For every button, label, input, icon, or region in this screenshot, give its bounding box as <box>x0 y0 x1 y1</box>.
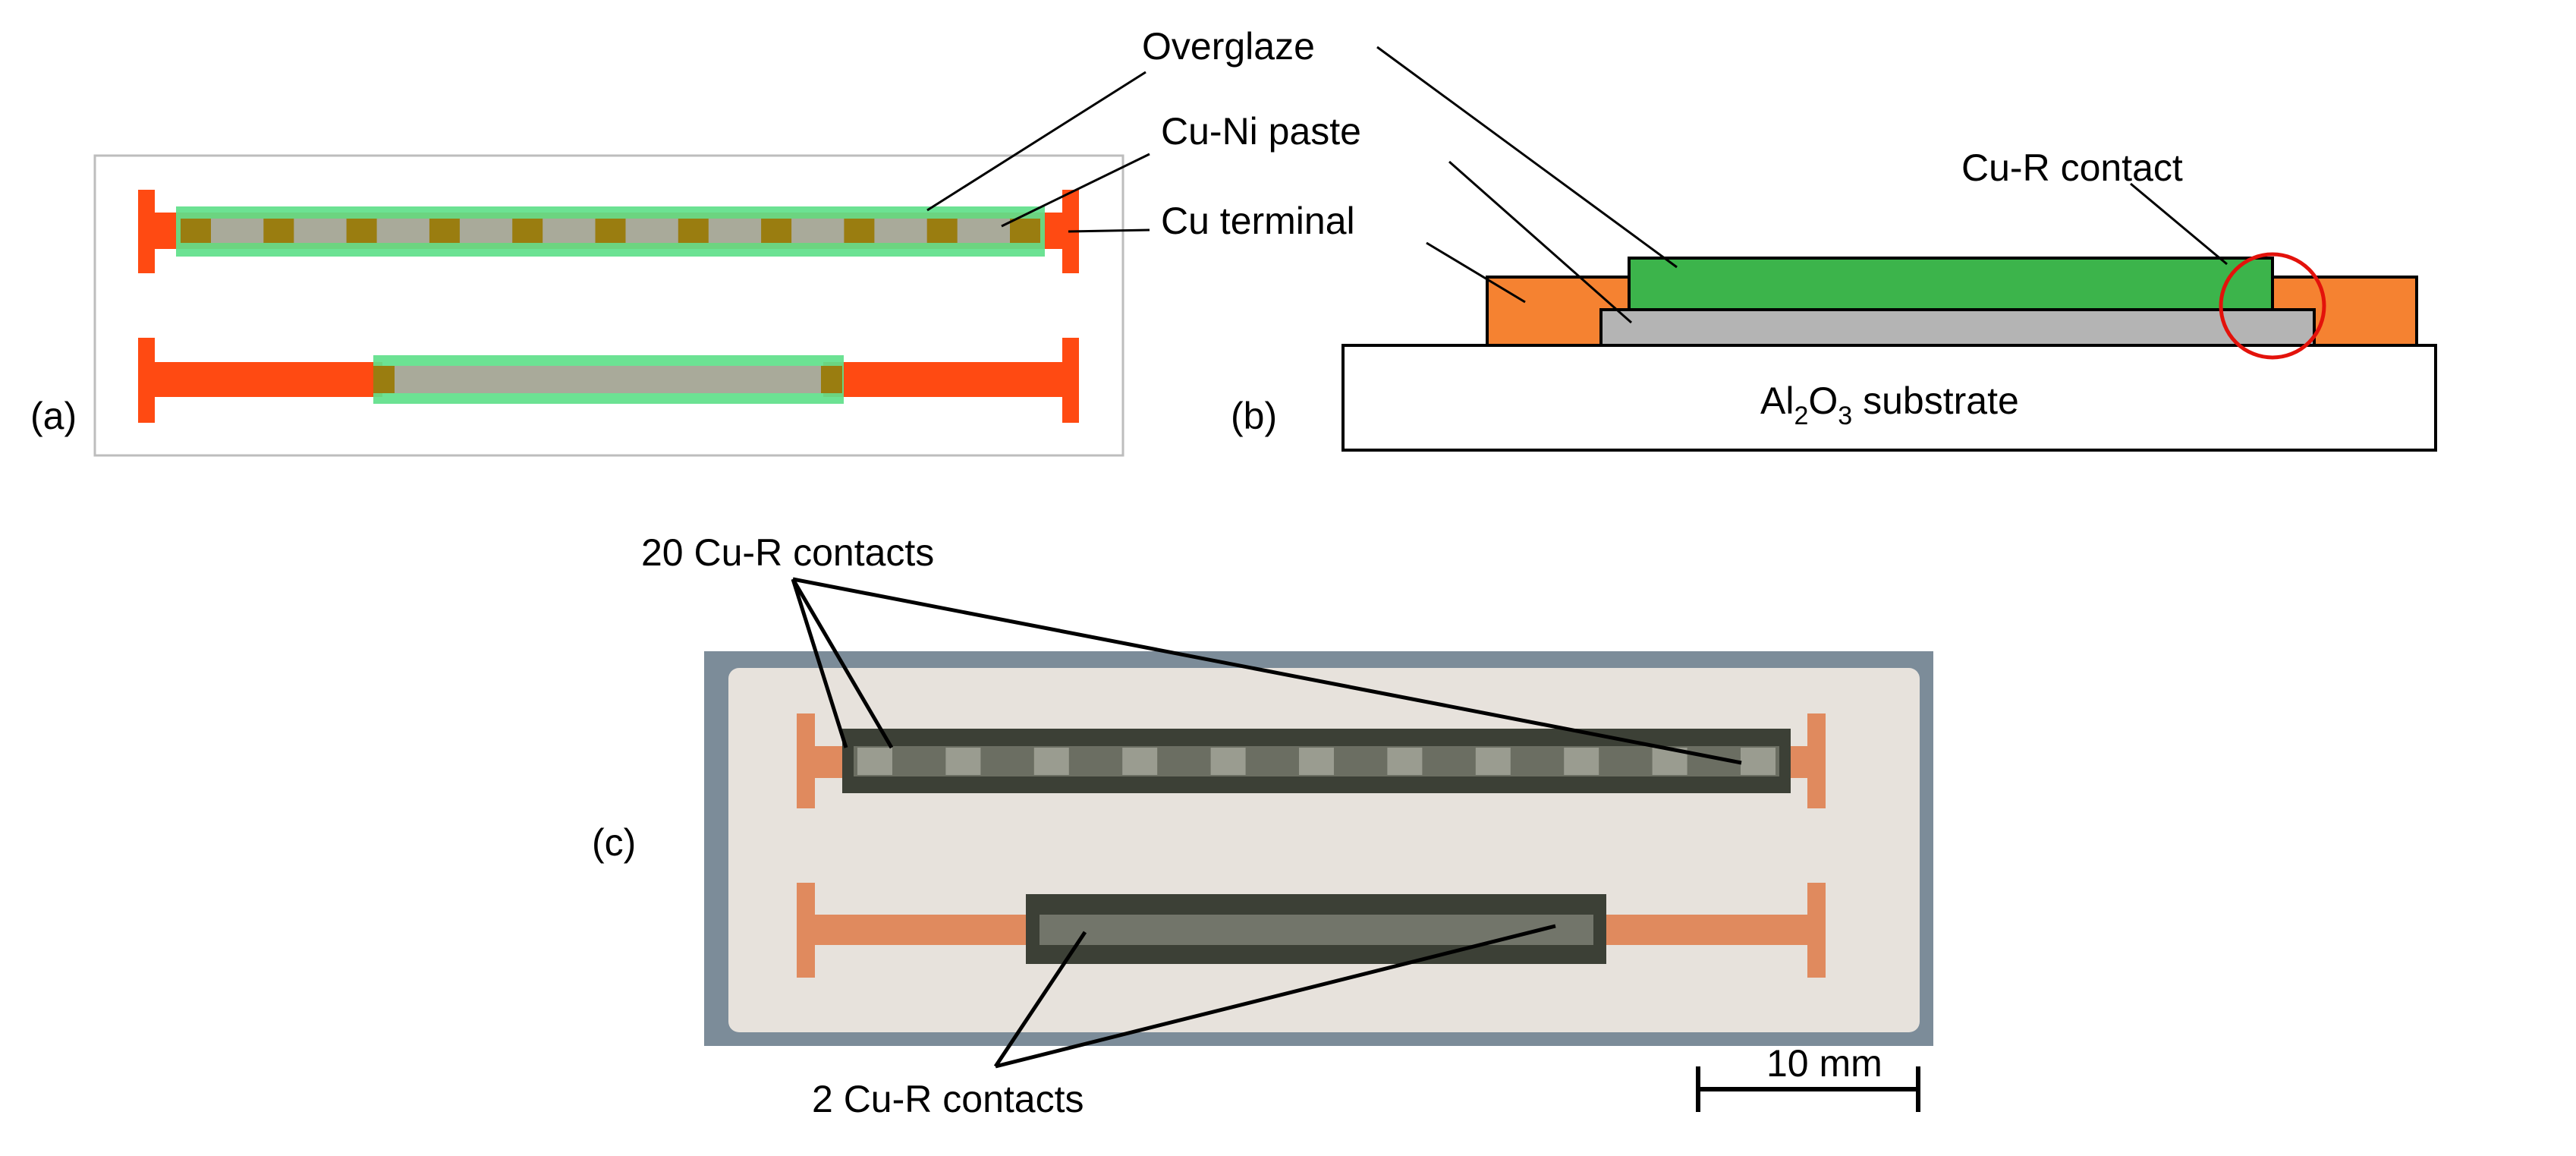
photo-resistor-20-contacts <box>797 713 1826 808</box>
panel-b: Al2O3 substrate (b) <box>1231 252 2437 452</box>
leader-terminal-a <box>1068 228 1150 233</box>
contact-pad <box>429 219 460 243</box>
paste-layer <box>1599 308 2316 347</box>
leader-lines <box>791 46 2228 1069</box>
contact-pad <box>595 219 626 243</box>
panel-label-a: (a) <box>30 395 77 437</box>
photo-copper-track-right <box>1601 915 1807 945</box>
photo-paste-strip <box>1040 915 1593 945</box>
leader-paste-a <box>1001 153 1150 228</box>
panel-label-c: (c) <box>592 821 636 864</box>
photo-contact-pads <box>857 748 1776 775</box>
photo-copper-right-bar <box>1807 713 1826 808</box>
label-20-contacts: 20 Cu-R contacts <box>641 531 934 574</box>
substrate-label: Al2O3 substrate <box>1760 380 2019 430</box>
paste-strip <box>376 366 841 393</box>
contact-pad <box>844 219 875 243</box>
photo-contact-pad <box>945 748 981 775</box>
terminal-track-left <box>155 362 382 397</box>
photo-copper-track-left <box>815 915 1043 945</box>
photo-contact-pad <box>1564 748 1599 775</box>
leader-paste-b <box>1448 160 1632 324</box>
contact-pads <box>181 219 1040 243</box>
contact-pad <box>761 219 792 243</box>
scale-bar-label: 10 mm <box>1766 1042 1882 1085</box>
terminal-right-bar <box>1062 338 1079 423</box>
contact-pad <box>181 219 211 243</box>
label-cu-terminal: Cu terminal <box>1161 200 1355 242</box>
leader-overglaze-a <box>926 71 1146 212</box>
contact-pad <box>926 219 958 243</box>
contact-pad <box>263 219 294 243</box>
resistor-20-contacts-layout <box>138 190 1079 273</box>
leader-20-contacts-3 <box>792 577 1742 765</box>
leader-2-contacts-1 <box>993 931 1087 1068</box>
leader-20-contacts-1 <box>791 578 848 748</box>
substrate-layer <box>1341 344 2437 452</box>
scale-bar-icon <box>1696 1066 1920 1112</box>
photo-copper-right-bar <box>1807 883 1826 978</box>
label-cu-ni-paste: Cu-Ni paste <box>1161 110 1361 153</box>
photo-contact-pad <box>857 748 892 775</box>
contact-pad <box>346 219 377 243</box>
label-cu-r-contact: Cu-R contact <box>1961 146 2183 189</box>
label-2-contacts: 2 Cu-R contacts <box>812 1078 1084 1120</box>
panel-label-b: (b) <box>1231 395 1277 437</box>
photo-resistor-2-contacts <box>797 883 1826 978</box>
contact-pad <box>678 219 709 243</box>
overglaze-layer <box>1628 257 2274 311</box>
leader-20-contacts-2 <box>791 578 894 749</box>
contact-pad-right <box>821 366 842 393</box>
circle-icon <box>2219 252 2326 360</box>
photo-contact-pad <box>1033 748 1069 775</box>
terminal-left-bar <box>138 338 155 423</box>
photo-copper-left-bar <box>797 883 815 978</box>
photo-substrate <box>728 668 1920 1032</box>
panel-c: (c) <box>592 651 1933 1046</box>
panel-a: (a) <box>30 154 1124 457</box>
leader-overglaze-b <box>1376 46 1678 269</box>
photo-contact-pad <box>1299 748 1334 775</box>
photo-contact-pad <box>1475 748 1511 775</box>
label-overglaze: Overglaze <box>1142 25 1315 68</box>
contact-pad <box>1010 219 1040 243</box>
leader-terminal-b <box>1426 241 1526 304</box>
contact-pad <box>512 219 543 243</box>
photo-contact-pad <box>1741 748 1776 775</box>
photo-contact-pad <box>1387 748 1423 775</box>
leader-2-contacts-2 <box>995 924 1556 1069</box>
contact-pad-left <box>373 366 395 393</box>
panel-a-frame <box>93 154 1124 457</box>
terminal-track-right <box>823 362 1062 397</box>
resistor-2-contacts-layout <box>138 338 1079 423</box>
leader-cu-r-contact <box>2130 182 2228 266</box>
photo-contact-pad <box>1122 748 1158 775</box>
photo-contact-pad <box>1210 748 1246 775</box>
photo-copper-left-bar <box>797 713 815 808</box>
terminal-left-bar <box>138 190 155 273</box>
